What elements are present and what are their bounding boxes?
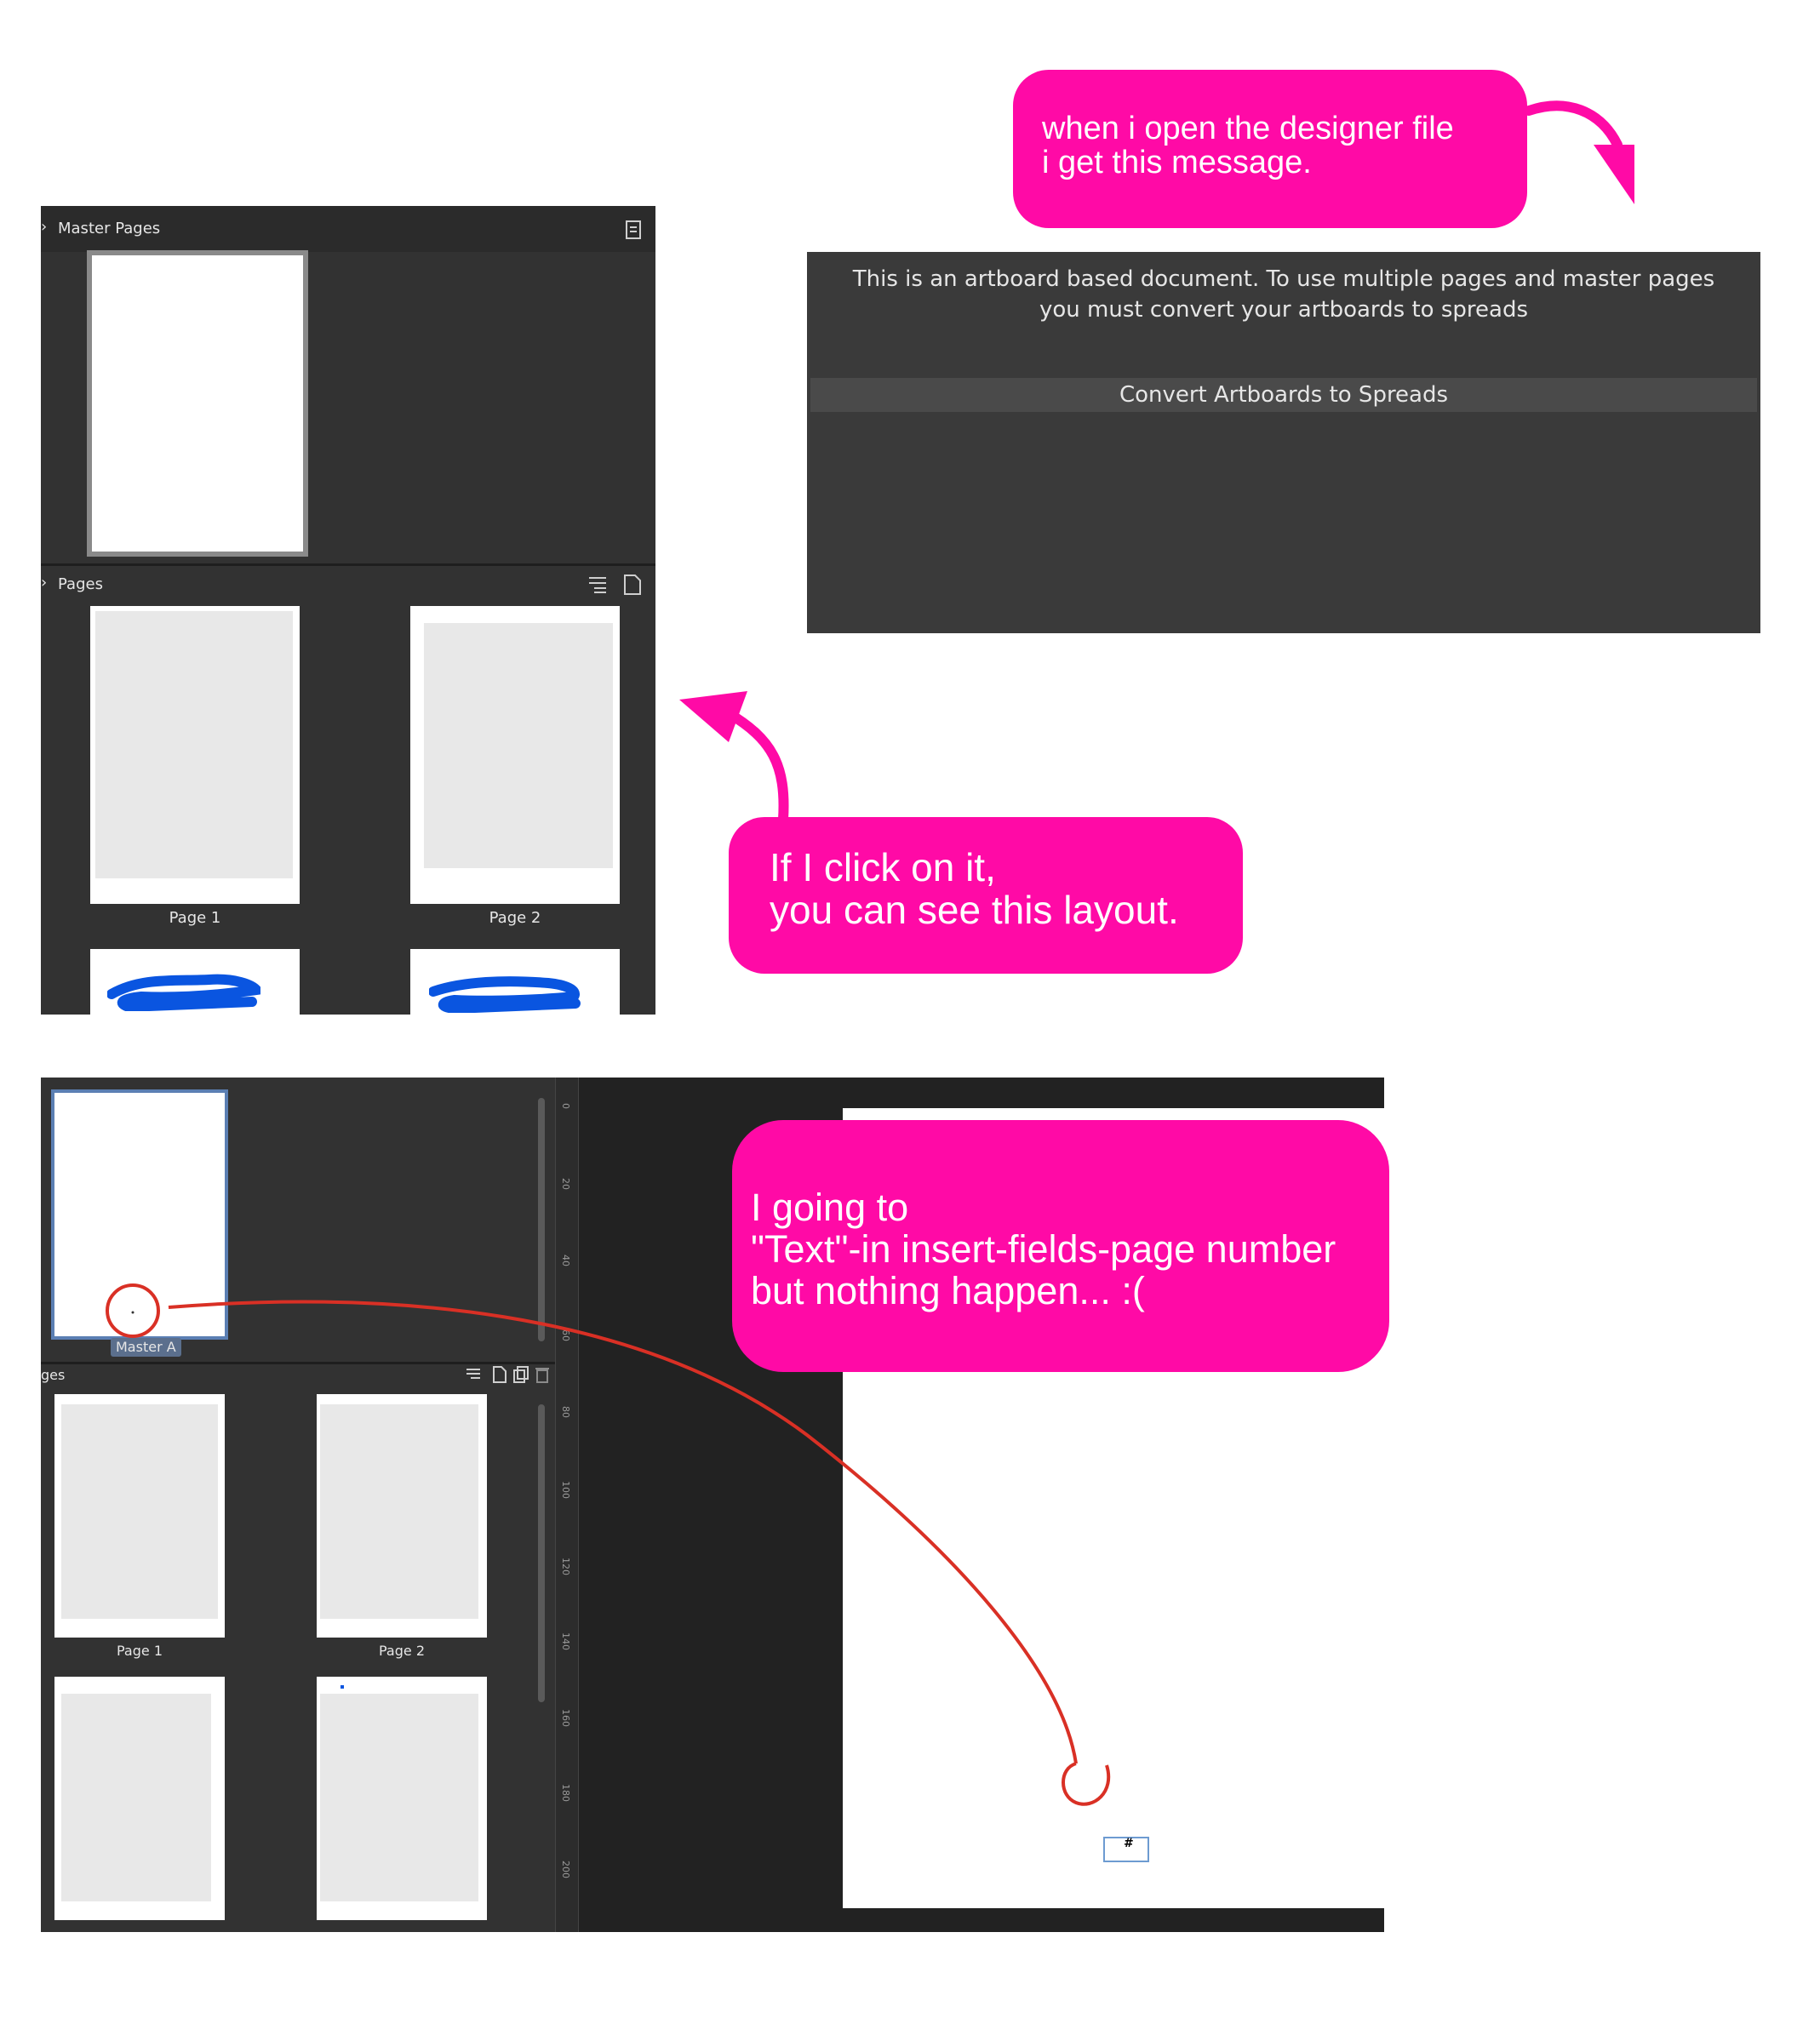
callout-line-3: but nothing happen... :( — [751, 1269, 1145, 1312]
redaction-scribble — [429, 976, 581, 1013]
open-message-callout: when i open the designer file i get this… — [1013, 70, 1527, 228]
page-thumbnail-4[interactable] — [410, 949, 620, 1015]
page-thumbnail-2[interactable] — [317, 1394, 487, 1638]
master-pages-header[interactable]: › Master Pages — [41, 206, 655, 252]
blue-mark — [341, 1685, 344, 1689]
page-thumbnail-3[interactable] — [90, 949, 300, 1015]
vertical-ruler: 0 20 40 60 80 100 120 140 160 180 200 — [555, 1078, 579, 1932]
artboard-warning-dialog: This is an artboard based document. To u… — [807, 252, 1760, 633]
panel-divider — [41, 563, 655, 566]
callout-line-2: "Text"-in insert-fields-page number — [751, 1227, 1336, 1271]
pages-header[interactable]: › Pages — [41, 567, 655, 604]
arrow-to-dialog — [1524, 100, 1634, 204]
callout-line-1: If I click on it, — [770, 845, 996, 889]
master-page-thumbnail[interactable] — [87, 250, 308, 557]
callout-line-2: you can see this layout. — [770, 888, 1179, 932]
bottom-editor-screenshot: Master A ges Page 1 Page 2 0 20 40 60 80… — [41, 1078, 1389, 1932]
page-label-1: Page 1 — [117, 1643, 163, 1659]
add-master-icon[interactable] — [625, 220, 644, 240]
page-number-field: # — [1124, 1837, 1134, 1850]
callout-line-1: I going to — [751, 1186, 909, 1229]
page-thumbnail-2[interactable] — [410, 606, 620, 904]
callout-line-1: when i open the designer file — [1042, 111, 1454, 146]
master-a-thumbnail[interactable] — [51, 1089, 228, 1340]
page-label-2: Page 2 — [489, 909, 541, 927]
master-pages-title: Master Pages — [58, 220, 161, 237]
pages-title-partial: ges — [41, 1367, 66, 1383]
page-label-2: Page 2 — [379, 1643, 425, 1659]
callout-line-2: i get this message. — [1042, 145, 1312, 180]
panel-divider — [41, 1362, 560, 1364]
convert-artboards-button[interactable]: Convert Artboards to Spreads — [810, 378, 1757, 412]
top-pages-panel: › Master Pages › Pages Page 1 Page 2 — [41, 206, 655, 1015]
click-layout-callout: If I click on it, you can see this layou… — [729, 817, 1243, 974]
dialog-message: This is an artboard based document. To u… — [852, 266, 1715, 323]
collapse-chevron-icon[interactable]: › — [41, 574, 48, 592]
master-scrollbar[interactable] — [538, 1098, 545, 1341]
page-options-icon[interactable] — [587, 575, 608, 594]
delete-page-icon[interactable] — [535, 1365, 550, 1384]
master-a-badge: Master A — [111, 1338, 181, 1357]
red-annotation-line — [106, 1283, 1111, 1806]
duplicate-page-icon[interactable] — [512, 1365, 529, 1384]
page-number-text-frame[interactable]: # — [1103, 1837, 1149, 1862]
page-thumbnail-4[interactable] — [317, 1677, 487, 1920]
page-thumbnail-1[interactable] — [90, 606, 300, 904]
insert-field-callout: I going to "Text"-in insert-fields-page … — [732, 1120, 1389, 1372]
add-page-icon[interactable] — [623, 574, 642, 596]
redaction-scribble — [107, 974, 260, 1011]
pages-scrollbar[interactable] — [538, 1404, 545, 1702]
page-thumbnail-1[interactable] — [54, 1394, 225, 1638]
arrow-to-panel — [679, 691, 789, 824]
pages-title: Pages — [58, 575, 103, 593]
page-label-1: Page 1 — [169, 909, 221, 927]
page-thumbnail-3[interactable] — [54, 1677, 225, 1920]
page-options-icon[interactable] — [465, 1367, 482, 1382]
add-page-icon[interactable] — [492, 1365, 507, 1384]
collapse-chevron-icon[interactable]: › — [41, 218, 48, 236]
